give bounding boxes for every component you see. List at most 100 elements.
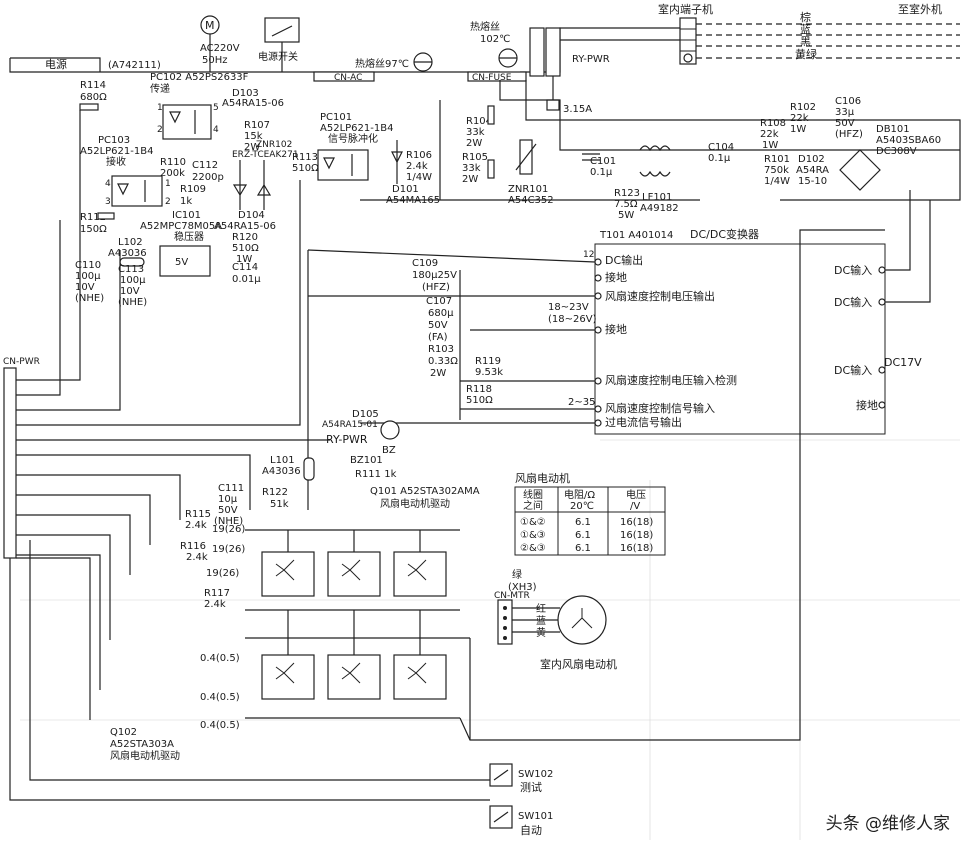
c111-type: (NHE): [214, 516, 243, 527]
pc102-label: PC102 A52PS2633F: [150, 72, 249, 83]
xh3-color: 绿: [512, 568, 522, 581]
table-col-resistance-sub: 20℃: [570, 501, 594, 512]
ac-voltage-label: AC220V: [200, 43, 240, 54]
r112-value: 150Ω: [80, 224, 107, 235]
c106-type: (HFZ): [835, 129, 863, 140]
c110-type: (NHE): [75, 293, 104, 304]
wire-blue-motor: 蓝: [536, 615, 546, 627]
pc103-pin3: 3: [105, 197, 111, 207]
r108-label: R108: [760, 118, 786, 129]
r109-label: R109: [180, 184, 206, 195]
table-row-1-resistance: 6.1: [575, 517, 591, 528]
c110-voltage: 10V: [75, 282, 95, 293]
ground-label-2: 接地: [605, 323, 627, 336]
r112-label: R112: [80, 212, 106, 223]
r106-label: R106: [406, 150, 432, 161]
r103-power: 2W: [430, 368, 446, 379]
r104-label: R104: [466, 116, 492, 127]
pc103-pin4: 4: [105, 179, 111, 189]
pc103-pin1: 1: [165, 179, 171, 189]
range-2-35: 2~35: [568, 397, 595, 408]
r115-range: 19(26): [212, 524, 245, 535]
r115-label: R115: [185, 509, 211, 520]
table-row-1-voltage: 16(18): [620, 517, 653, 528]
voltage-regulator-ic101: [159, 245, 211, 277]
r114-value: 680Ω: [80, 92, 107, 103]
relay-coil: [380, 420, 400, 440]
d104-part: A54RA15-06: [214, 221, 276, 232]
pc102-pin4: 4: [213, 125, 219, 135]
r103-label: R103: [428, 344, 454, 355]
indoor-terminal-block: [679, 17, 697, 65]
c111-voltage: 50V: [218, 505, 238, 516]
range-18-23: 18~23V: [548, 302, 589, 313]
power-label: 电源: [45, 57, 67, 71]
dc-wiring: [307, 249, 596, 510]
optocoupler-pc103: [111, 175, 163, 207]
resistor-r104: [487, 105, 495, 125]
thermal-fuse-temp: 102℃: [480, 34, 510, 45]
connector-cn-pwr: [3, 367, 17, 559]
table-col-resistance: 电阻/Ω: [564, 488, 595, 501]
c110-value: 100μ: [75, 271, 101, 282]
r103-value: 0.33Ω: [428, 356, 458, 367]
power-part-number: (A742111): [108, 60, 161, 71]
r117-label: R117: [204, 588, 230, 599]
thermal-fuse-label: 热熔丝: [470, 20, 500, 33]
cn-mtr-label: CN-MTR: [494, 591, 530, 601]
r102-value: 22k: [790, 113, 809, 124]
r120-label: R120: [232, 232, 258, 243]
pc101-function: 信号脉冲化: [328, 132, 378, 145]
r116-value: 2.4k: [186, 552, 208, 563]
q102-current-2: 0.4(0.5): [200, 692, 240, 703]
relay-top-label: RY-PWR: [572, 54, 610, 65]
regulator-label: 稳压器: [174, 230, 204, 243]
indoor-fan-motor-label: 室内风扇电动机: [540, 657, 617, 671]
c113-voltage: 10V: [120, 286, 140, 297]
r105-value: 33k: [462, 163, 481, 174]
range-18-26: (18~26V): [548, 314, 597, 325]
ground-label-3: 接地: [856, 399, 878, 412]
d102-part2: 15-10: [798, 176, 827, 187]
d102-label: D102: [798, 154, 825, 165]
wire-color-black: 黑: [800, 35, 811, 48]
db101-part: A5403SBA60: [876, 135, 941, 146]
ac-motor: M: [200, 15, 220, 45]
c110-label: C110: [75, 260, 101, 271]
connector-cn-mtr: [497, 599, 513, 645]
r113-value: 510Ω: [292, 163, 319, 174]
r118-label: R118: [466, 384, 492, 395]
outdoor-dashed-wires: [696, 23, 960, 59]
c104-value: 0.1μ: [708, 153, 731, 164]
c107-label: C107: [426, 296, 452, 307]
diode-d101: [391, 140, 403, 184]
pc103-pin2: 2: [165, 197, 171, 207]
q102-current-1: 0.4(0.5): [200, 653, 240, 664]
watermark-text: 头条 @维修人家: [825, 814, 950, 834]
pc101-label: PC101: [320, 112, 352, 123]
table-col-winding-sub: 之间: [523, 499, 543, 512]
r114-label: R114: [80, 80, 106, 91]
pc102-pin2: 2: [157, 125, 163, 135]
c104-label: C104: [708, 142, 734, 153]
line-filter-lf101: [639, 145, 671, 177]
sw101-function: 自动: [520, 824, 542, 837]
d103-part: A54RA15-06: [222, 98, 284, 109]
r113-label: R113: [292, 152, 318, 163]
table-row-2-resistance: 6.1: [575, 530, 591, 541]
table-row-2-winding: ①&③: [520, 530, 546, 541]
t101-label: T101 A401014: [599, 230, 673, 241]
table-row-1-winding: ①&②: [520, 517, 546, 528]
r120-value: 510Ω: [232, 243, 259, 254]
r105-power: 2W: [462, 174, 478, 185]
wire-color-brown: 棕: [800, 10, 811, 24]
d105-label: D105: [352, 409, 379, 420]
r106-power: 1/4W: [406, 172, 432, 183]
to-outdoor-label: 至室外机: [898, 2, 942, 16]
r108-power: 1W: [762, 140, 778, 151]
dc17v-label: DC17V: [884, 356, 922, 369]
c111-label: C111: [218, 483, 244, 494]
r123-value: 7.5Ω: [614, 199, 638, 210]
c109-value: 180μ25V: [412, 270, 457, 281]
